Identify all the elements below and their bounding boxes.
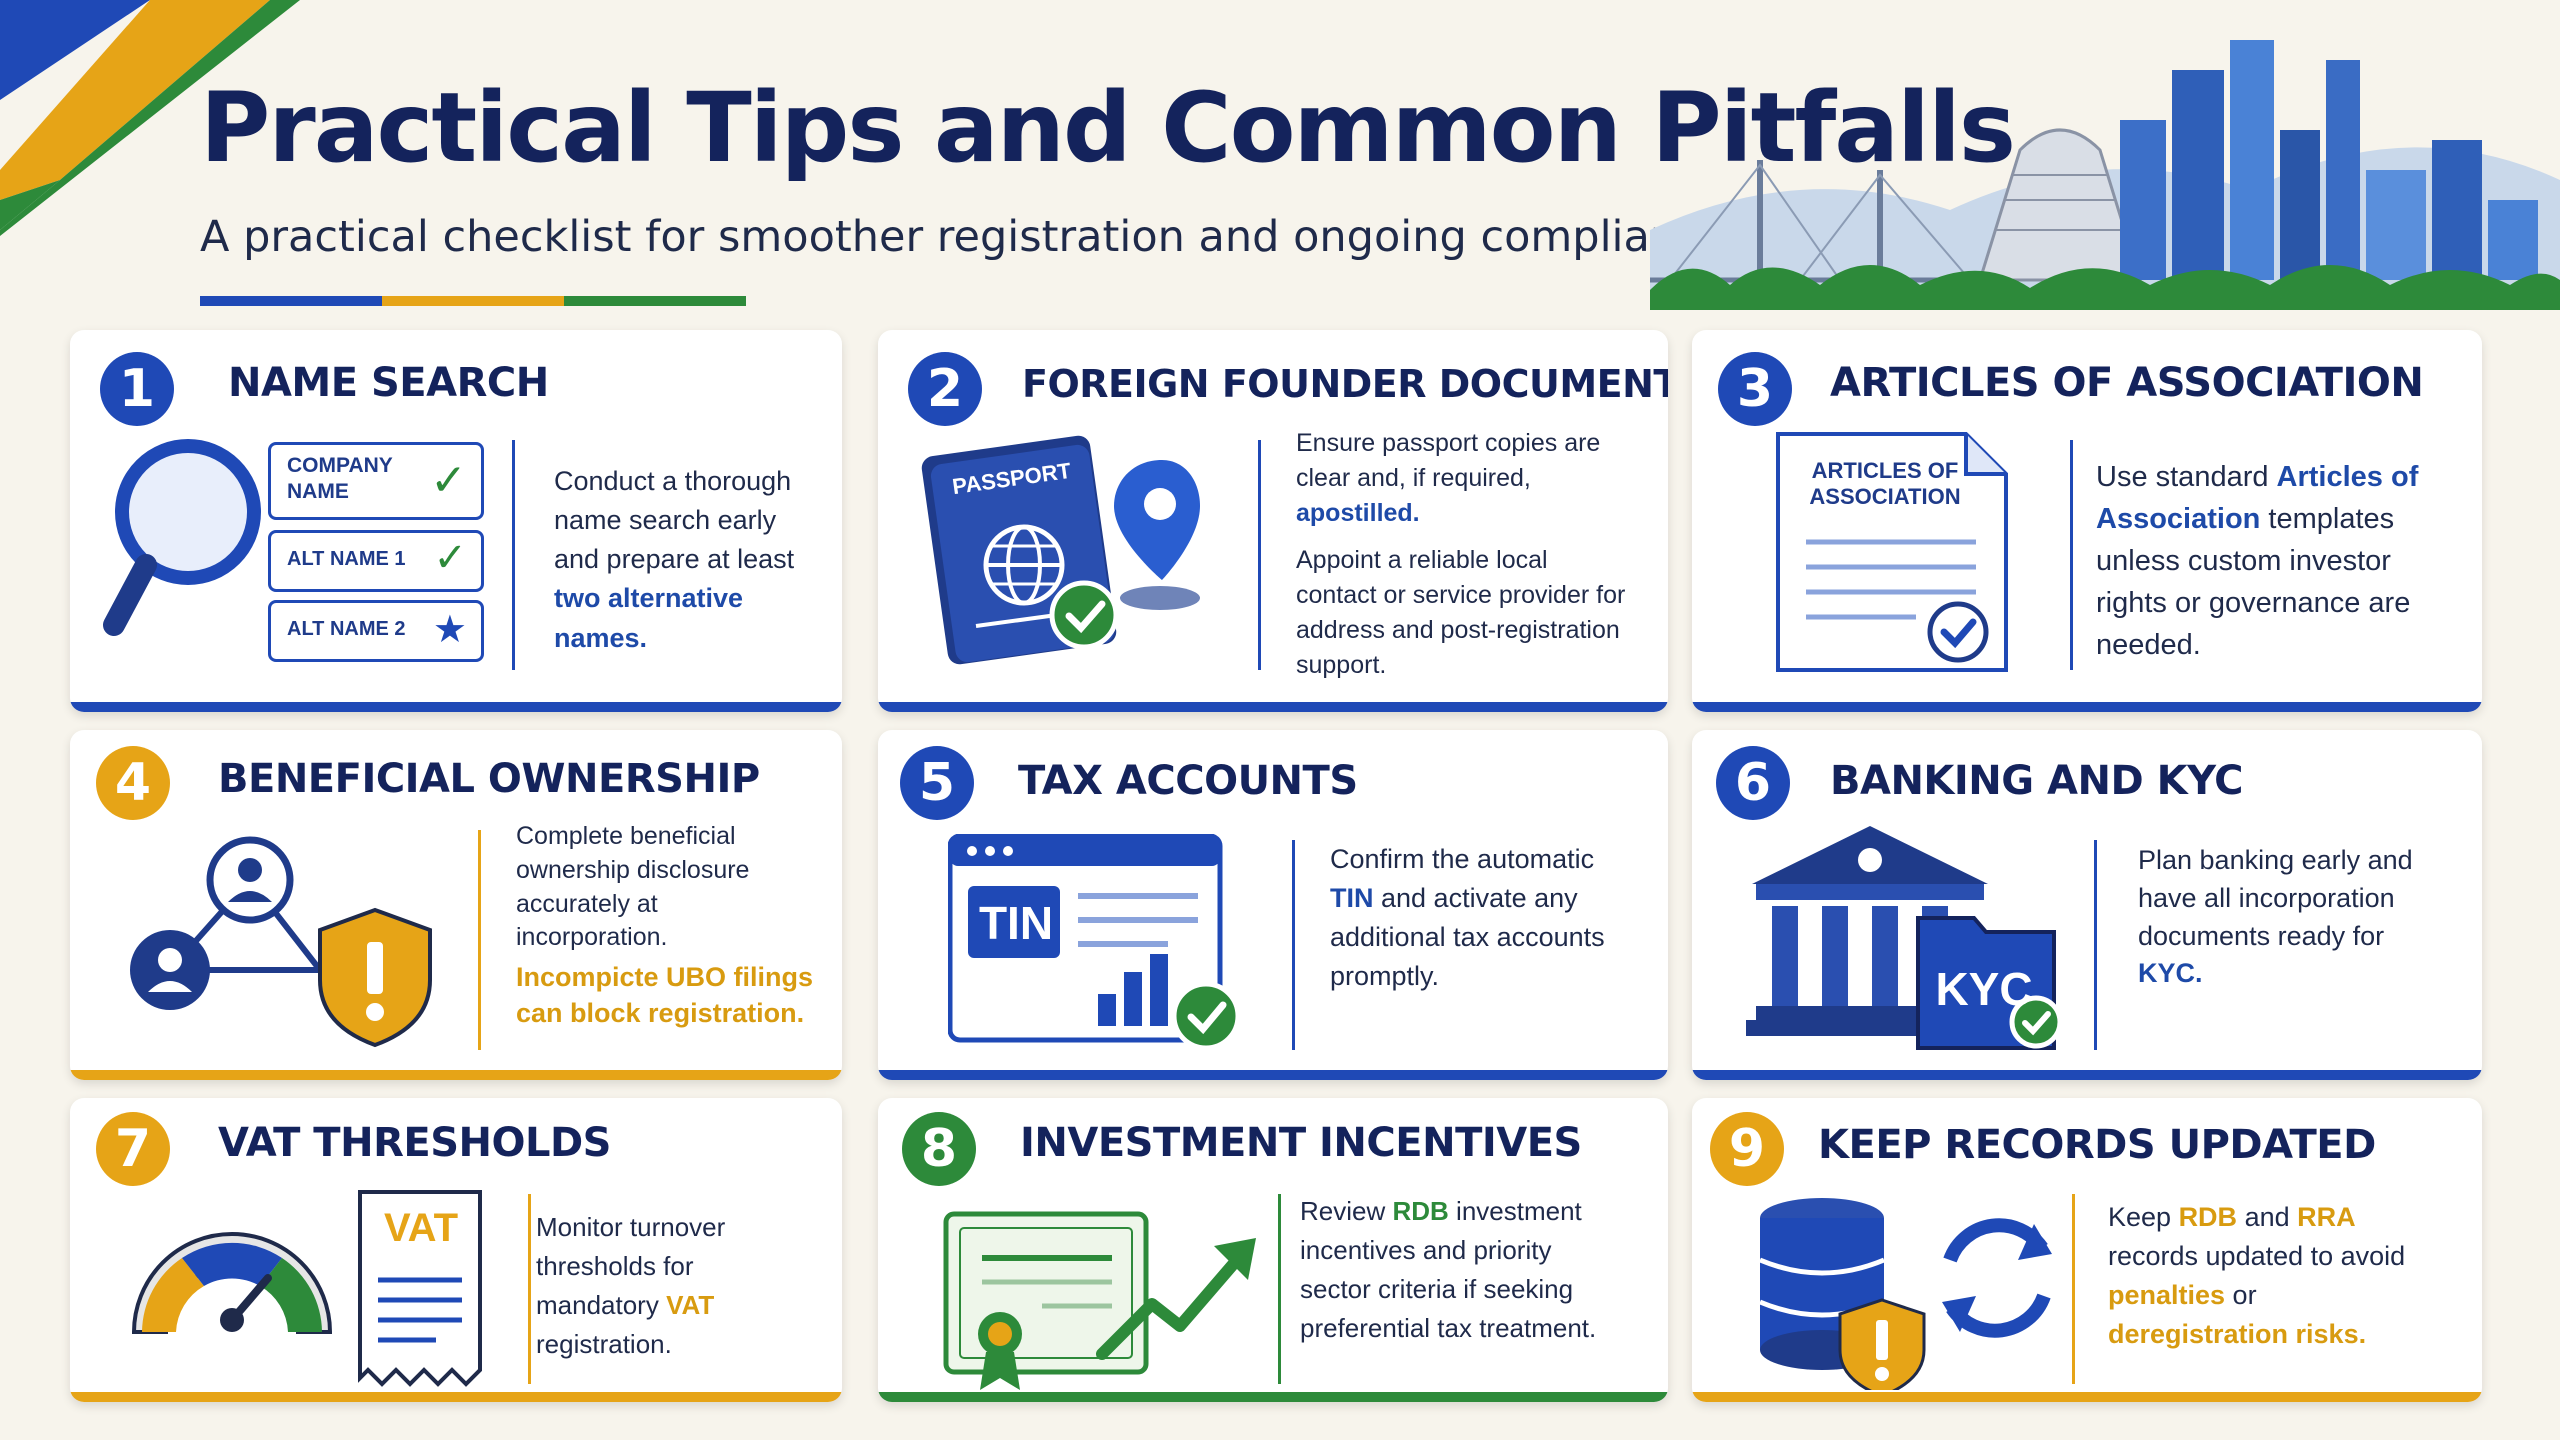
card-description: Conduct a thorough name search early and…	[554, 466, 795, 653]
card-divider	[478, 830, 481, 1050]
card-divider	[1292, 840, 1295, 1050]
card-accent-stripe	[1692, 1070, 2482, 1080]
card-title: VAT THRESHOLDS	[218, 1120, 611, 1166]
card-keep-records-updated: 9 KEEP RECORDS UPDATED Keep RDB and RRA …	[1692, 1098, 2482, 1402]
card-accent-stripe	[1692, 1392, 2482, 1402]
document-icon	[1776, 432, 2008, 672]
check-icon: ✓	[433, 536, 467, 580]
name-field-alt-1: ALT NAME 1 ✓	[268, 530, 484, 592]
card-title: KEEP RECORDS UPDATED	[1818, 1122, 2376, 1168]
card-title: INVESTMENT INCENTIVES	[1020, 1120, 1582, 1166]
kyc-label: KYC	[1935, 963, 2033, 1015]
gauge-icon	[131, 1232, 333, 1334]
vat-receipt-icon	[358, 1190, 482, 1387]
card-divider	[2072, 1194, 2075, 1384]
city-skyline-illustration	[1650, 40, 2560, 310]
check-icon: ✓	[430, 456, 467, 505]
highlight-text: RDB	[2178, 1202, 2238, 1232]
highlight-text: Articles of Association	[2096, 461, 2419, 536]
highlight-text: RRA	[2297, 1202, 2356, 1232]
card-foreign-founder-documents: 2 FOREIGN FOUNDER DOCUMENTS PASSPORT Ens…	[878, 330, 1668, 712]
card-description: Keep RDB and RRA records updated to avoi…	[2108, 1202, 2406, 1350]
card-description: Ensure passport copies are clear and, if…	[1296, 429, 1626, 679]
step-number-badge: 3	[1718, 352, 1792, 426]
card-divider	[1278, 1194, 1281, 1384]
highlight-text: TIN	[1330, 883, 1374, 914]
name-field-company: COMPANY NAME ✓	[268, 442, 484, 520]
step-number-badge: 1	[100, 352, 174, 426]
card-vat-thresholds: 7 VAT THRESHOLDS VAT Monitor turnover th…	[70, 1098, 842, 1402]
card-title: FOREIGN FOUNDER DOCUMENTS	[1022, 362, 1668, 406]
passport-icon	[921, 435, 1200, 665]
card-tax-accounts: 5 TAX ACCOUNTS TIN Confirm the automatic…	[878, 730, 1668, 1080]
vat-label: VAT	[383, 1206, 459, 1250]
card-description: Review RDB investment incentives and pri…	[1300, 1196, 1597, 1343]
bank-icon	[1746, 826, 2063, 1050]
highlight-text: penalties	[2108, 1280, 2226, 1311]
card-accent-stripe	[878, 1392, 1668, 1402]
step-number-badge: 4	[96, 746, 170, 820]
highlight-text: deregistration risks.	[2108, 1319, 2367, 1350]
step-number-badge: 8	[902, 1112, 976, 1186]
card-accent-stripe	[878, 1070, 1668, 1080]
highlight-text: apostilled.	[1296, 499, 1420, 527]
corner-decoration	[0, 0, 300, 236]
highlight-text: RDB	[1392, 1196, 1449, 1226]
card-title: BANKING AND KYC	[1830, 758, 2244, 804]
document-label: ARTICLES OF ASSOCIATION	[1809, 458, 1961, 510]
card-investment-incentives: 8 INVESTMENT INCENTIVES Review RDB inves…	[878, 1098, 1668, 1402]
card-beneficial-ownership: 4 BENEFICIAL OWNERSHIP Complete benefici…	[70, 730, 842, 1080]
title-underline	[200, 296, 746, 306]
step-number-badge: 2	[908, 352, 982, 426]
card-divider	[2094, 840, 2097, 1050]
card-accent-stripe	[70, 702, 842, 712]
page-subtitle: A practical checklist for smoother regis…	[200, 212, 1728, 262]
card-articles-of-association: 3 ARTICLES OF ASSOCIATION ARTICLES OF AS…	[1692, 330, 2482, 712]
card-title: ARTICLES OF ASSOCIATION	[1830, 360, 2424, 406]
highlight-text: VAT	[666, 1290, 715, 1320]
card-description: Monitor turnover thresholds for mandator…	[536, 1212, 726, 1359]
card-divider	[1258, 440, 1261, 670]
certificate-growth-icon	[943, 1211, 1256, 1390]
highlight-text: KYC.	[2138, 958, 2203, 989]
warning-text: Incompicte UBO filings can block registr…	[516, 962, 814, 1029]
page-title: Practical Tips and Common Pitfalls	[200, 72, 2016, 184]
card-accent-stripe	[70, 1070, 842, 1080]
star-icon: ★	[432, 609, 467, 651]
card-description: Complete beneficial ownership disclosure…	[516, 820, 816, 1032]
card-divider	[528, 1194, 531, 1384]
ownership-network-icon	[130, 836, 432, 1048]
magnifier-icon	[103, 439, 261, 636]
card-banking-and-kyc: 6 BANKING AND KYC KYC Plan banking early…	[1692, 730, 2482, 1080]
card-title: BENEFICIAL OWNERSHIP	[218, 756, 760, 802]
database-sync-icon	[1759, 1198, 2052, 1390]
step-number-badge: 5	[900, 746, 974, 820]
step-number-badge: 6	[1716, 746, 1790, 820]
card-description: Confirm the automatic TIN and activate a…	[1330, 844, 1605, 992]
card-accent-stripe	[70, 1392, 842, 1402]
card-accent-stripe	[1692, 702, 2482, 712]
tax-dashboard-icon	[948, 834, 1241, 1051]
card-description: Use standard Articles of Association tem…	[2096, 461, 2419, 662]
name-field-alt-2: ALT NAME 2 ★	[268, 600, 484, 662]
name-field-label: COMPANY NAME	[287, 454, 393, 504]
card-description: Plan banking early and have all incorpor…	[2138, 845, 2413, 989]
tin-label: TIN	[978, 897, 1054, 949]
card-divider	[512, 440, 515, 670]
card-divider	[2070, 440, 2073, 670]
name-field-label: ALT NAME 2	[287, 618, 406, 640]
card-accent-stripe	[878, 702, 1668, 712]
name-field-label: ALT NAME 1	[287, 548, 406, 570]
card-title: NAME SEARCH	[228, 360, 549, 406]
card-title: TAX ACCOUNTS	[1018, 758, 1358, 804]
highlight-text: two alternative names.	[554, 583, 744, 653]
step-number-badge: 9	[1710, 1112, 1784, 1186]
step-number-badge: 7	[96, 1112, 170, 1186]
card-name-search: 1 NAME SEARCH COMPANY NAME ✓ ALT NAME 1 …	[70, 330, 842, 712]
